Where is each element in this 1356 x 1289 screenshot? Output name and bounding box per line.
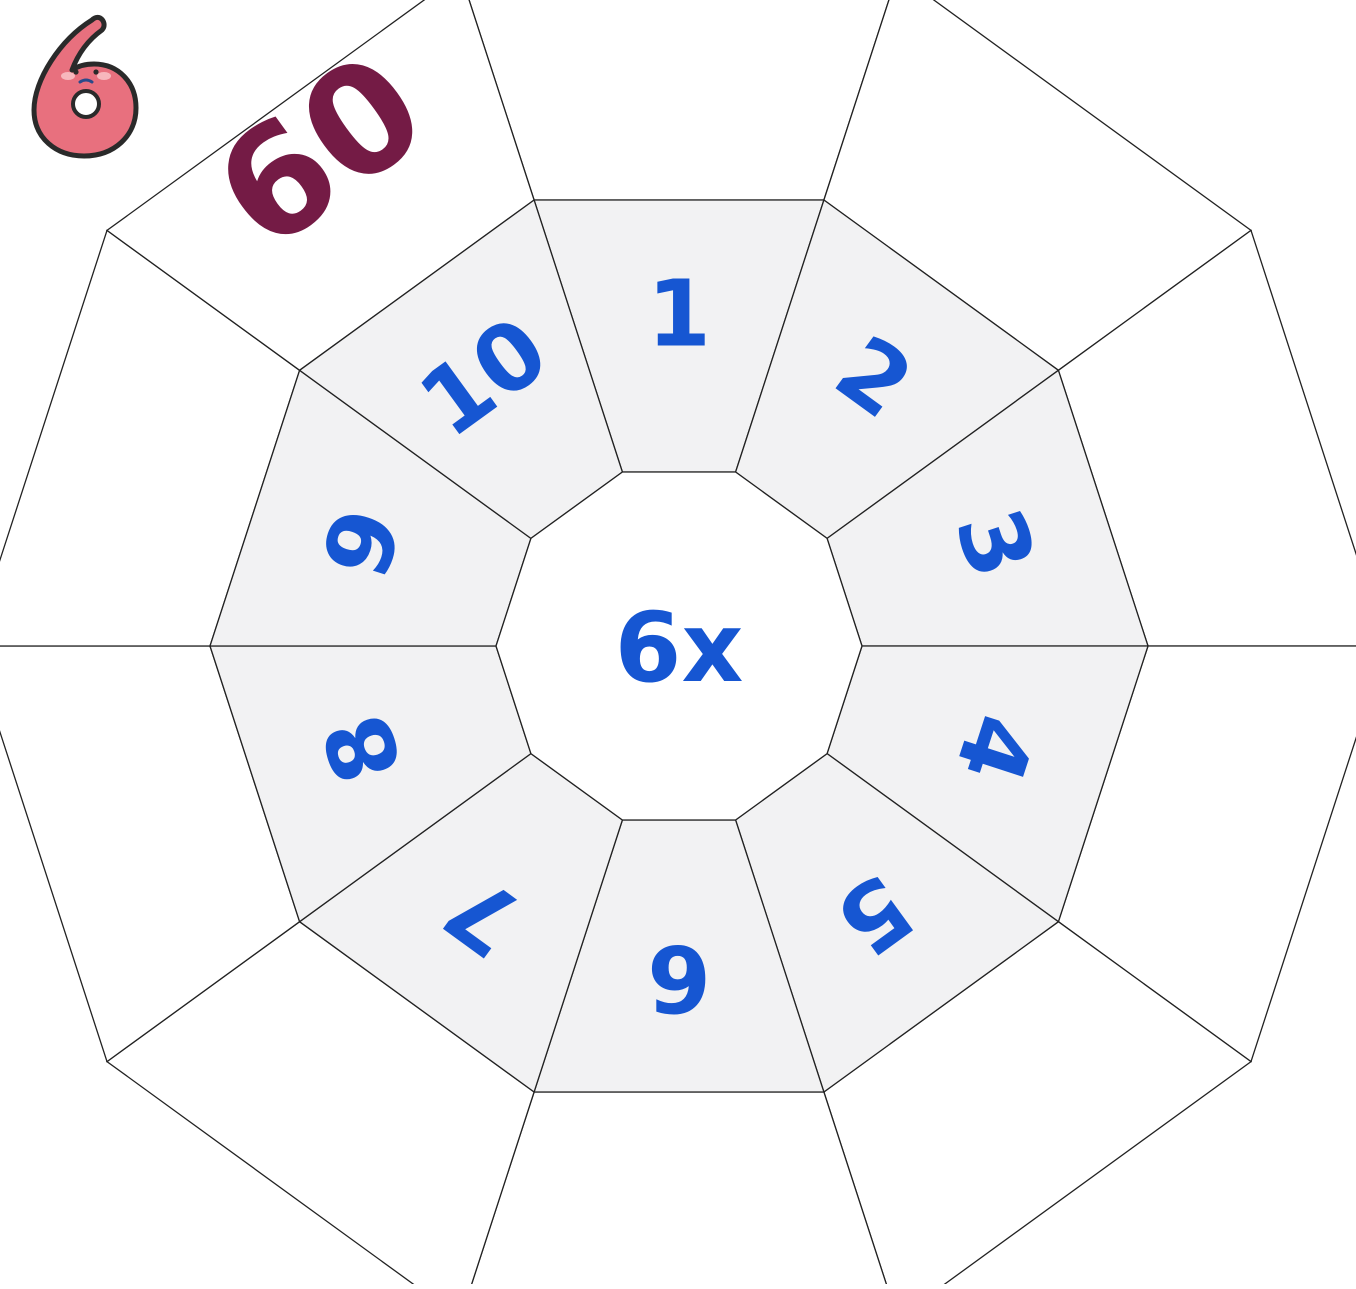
center-label: 6x bbox=[615, 592, 744, 704]
pink-number-six-mascot-icon bbox=[34, 17, 136, 156]
answer-cell-1[interactable] bbox=[461, 0, 898, 200]
multiplier-label-6: 6 bbox=[647, 925, 711, 1032]
multiplier-label-1: 1 bbox=[647, 261, 711, 368]
answer-cell-6[interactable] bbox=[461, 1092, 898, 1284]
